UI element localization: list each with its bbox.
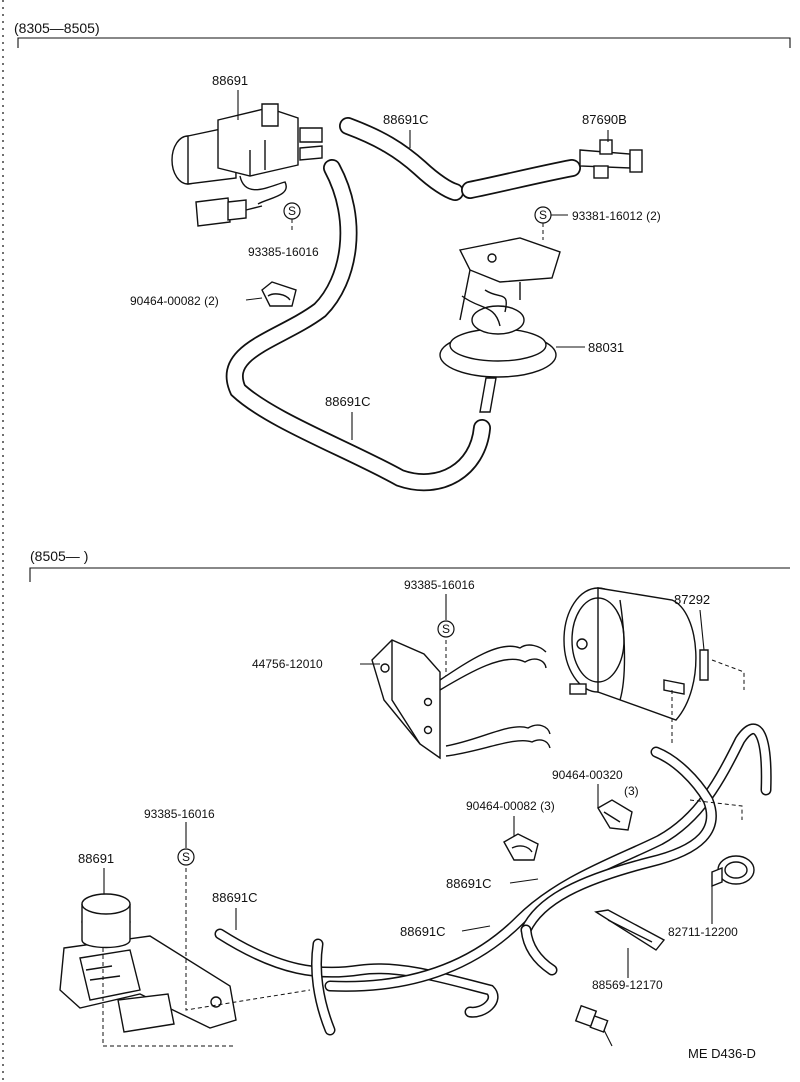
clamp-90464-00082-s2 <box>503 833 539 861</box>
vsv-88691-s2 <box>59 893 237 1033</box>
section-1-bracket <box>17 37 791 48</box>
svg-text:S: S <box>442 622 450 636</box>
label-87690b: 87690B <box>582 112 627 127</box>
label-88691c-lower: 88691C <box>400 924 446 939</box>
hose-88691c-left-s2 <box>214 928 499 1036</box>
canister-87292 <box>563 587 709 721</box>
label-87292: 87292 <box>674 592 710 607</box>
clamp-90464-00082 <box>261 281 297 307</box>
dash-canister <box>671 659 745 746</box>
protector-88569 <box>594 909 666 951</box>
label-93385-left: 93385-16016 <box>144 807 215 821</box>
label-82711: 82711-12200 <box>668 925 738 939</box>
label-88691c-top: 88691C <box>383 112 429 127</box>
hose-88691c-lower-s2 <box>520 746 717 976</box>
clamp-82711 <box>711 855 755 888</box>
hose-88691c-mid-s2 <box>324 723 772 992</box>
drawing-code: ME D436-D <box>688 1046 756 1061</box>
vsv-88691 <box>171 103 323 227</box>
dash-right <box>689 799 743 820</box>
s-symbol-top-s2: S <box>437 620 455 638</box>
s-symbol-left-s2: S <box>177 848 195 866</box>
section-2-bracket <box>29 567 790 582</box>
dash-vsv <box>102 948 236 1047</box>
label-93385-top: 93385-16016 <box>404 578 475 592</box>
label-90464: 90464-00082 (2) <box>130 294 219 308</box>
label-90464-00320: 90464-00320 <box>552 768 623 782</box>
label-93385: 93385-16016 <box>248 245 319 259</box>
s-symbol-a: S <box>283 202 301 232</box>
actuator-88031 <box>439 237 561 413</box>
label-88691: 88691 <box>212 73 248 88</box>
label-90464-00082: 90464-00082 (3) <box>466 799 555 813</box>
label-88031: 88031 <box>588 340 624 355</box>
label-88569: 88569-12170 <box>592 978 663 992</box>
label-88691c-bottom: 88691C <box>325 394 371 409</box>
clamp-90464-00320 <box>597 799 633 831</box>
dash-s-left <box>185 868 311 1011</box>
svg-text:S: S <box>288 204 296 218</box>
section-2-range: (8505— ) <box>30 548 88 564</box>
label-44756: 44756-12010 <box>252 657 323 671</box>
svg-text:S: S <box>182 850 190 864</box>
svg-text:S: S <box>539 208 547 222</box>
label-93381: 93381-16012 (2) <box>572 209 661 223</box>
check-valve <box>574 1004 613 1047</box>
hose-88691c-top <box>339 117 581 201</box>
label-88691c-left: 88691C <box>212 890 258 905</box>
bracket-44756 <box>371 639 551 760</box>
label-88691c-mid: 88691C <box>446 876 492 891</box>
label-88691-s2: 88691 <box>78 851 114 866</box>
tee-87690b <box>579 139 643 179</box>
section-2: (8505— ) <box>29 548 790 1047</box>
s-symbol-b: S <box>534 206 568 240</box>
hose-88691c-bottom <box>225 159 491 492</box>
label-90464-00320-qty: (3) <box>624 784 639 798</box>
section-1: (8305—8505) <box>14 20 791 492</box>
section-1-range: (8305—8505) <box>14 20 100 36</box>
